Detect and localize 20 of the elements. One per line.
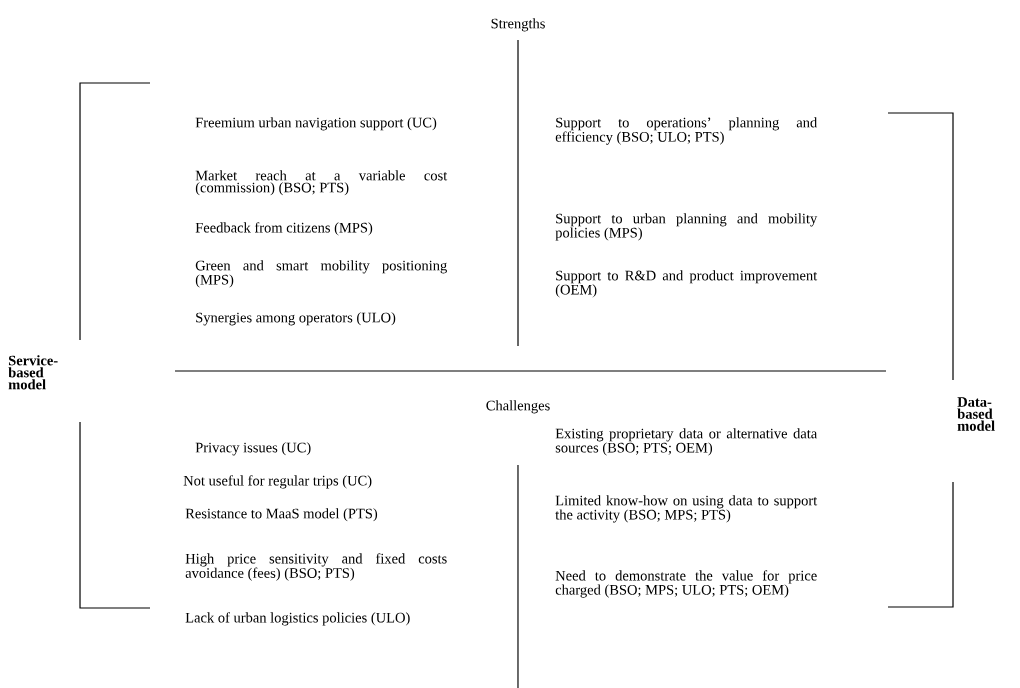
side-label: Service-based model bbox=[8, 355, 58, 390]
side-label: Data-based model bbox=[957, 397, 995, 431]
list-item: Need to demonstrate the value for price charged (BSO; MPS; ULO; PTS; OEM) bbox=[555, 570, 817, 598]
section-heading: Challenges bbox=[486, 400, 550, 414]
section-heading: Strengths bbox=[491, 18, 545, 32]
list-item: Support to R&D and product improvement (OEM) bbox=[555, 270, 818, 298]
list-item: Synergies among operators (ULO) bbox=[196, 312, 396, 326]
list-item: Not useful for regular trips (UC) bbox=[183, 475, 372, 489]
list-item: Feedback from citizens (MPS) bbox=[195, 222, 373, 236]
list-item: Green and smart mobility positioning (MPS) bbox=[195, 260, 447, 288]
list-item: Freemium urban navigation support (UC) bbox=[195, 117, 437, 131]
list-item: Market reach at a variable cost (commission) (BSO; PTS) bbox=[195, 170, 448, 196]
list-item: Support to operations’ planning and efficiency (BSO; ULO; PTS) bbox=[555, 117, 818, 145]
list-item: Privacy issues (UC) bbox=[195, 442, 311, 456]
list-item: Lack of urban logistics policies (ULO) bbox=[185, 612, 410, 626]
list-item: Resistance to MaaS model (PTS) bbox=[185, 508, 378, 522]
list-item: Existing proprietary data or alternative data sources (BSO; PTS; OEM) bbox=[555, 428, 818, 456]
list-item: Limited know-how on using data to support the activity (BSO; MPS; PTS) bbox=[555, 495, 818, 523]
list-item: Support to urban planning and mobility policies (MPS) bbox=[555, 213, 818, 241]
list-item: High price sensitivity and fixed costs avoidance (fees) (BSO; PTS) bbox=[185, 553, 447, 581]
